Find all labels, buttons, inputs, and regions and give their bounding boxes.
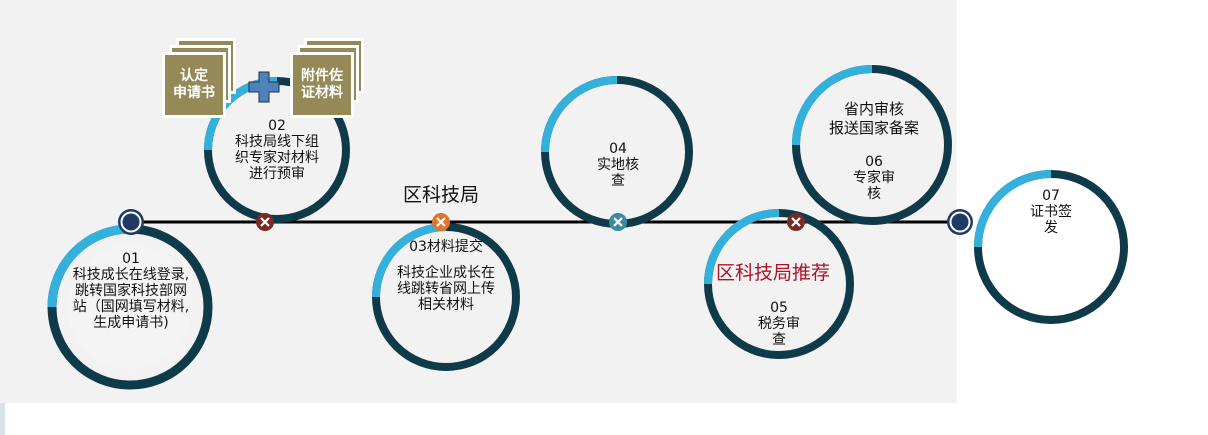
document-attachments-icon: 附件佐 证材料 <box>290 38 368 120</box>
step-05-ring <box>704 209 854 359</box>
step-number: 07 <box>1042 188 1060 204</box>
step-02-text: 02 科技局线下组 织专家对材料 进行预审 <box>222 118 332 182</box>
document-label-line: 证材料 <box>301 85 343 101</box>
step-description-line: 站（国网填写材料, <box>72 299 190 315</box>
step-07-ring <box>974 170 1128 324</box>
step-number: 05 <box>770 300 788 316</box>
step-description-line: 科技局线下组 <box>235 134 319 150</box>
step-number: 06 <box>865 154 883 170</box>
start-node-icon <box>118 209 144 235</box>
step-description-line: 相关材料 <box>418 297 474 313</box>
step-description-line: 税务审 <box>758 316 800 332</box>
plus-icon <box>248 71 280 103</box>
step-number: 04 <box>609 141 627 157</box>
end-node-icon <box>947 209 973 235</box>
district-recommend-label: 区科技局推荐 <box>716 262 831 284</box>
district-bureau-label: 区科技局 <box>403 184 480 206</box>
document-application-icon: 认定 申请书 <box>162 38 240 120</box>
document-label-line: 认定 <box>180 68 208 84</box>
step-description-line: 线跳转省网上传 <box>397 281 495 297</box>
step-description-line: 专家审 <box>853 170 895 186</box>
step-05-text: 05 税务审 查 <box>729 300 829 348</box>
step-number: 01 <box>122 251 140 267</box>
step-03-text: 03材料提交 科技企业成长在 线跳转省网上传 相关材料 <box>386 239 506 313</box>
x-marker-red-icon <box>256 213 274 231</box>
step-01-text: 01 科技成长在线登录, 跳转国家科技部网 站（国网填写材料, 生成申请书) <box>70 251 192 331</box>
step-number: 02 <box>268 118 286 134</box>
spacer <box>386 255 506 265</box>
step-description-line: 核 <box>867 186 881 202</box>
x-marker-red-icon <box>787 213 805 231</box>
step-title: 03材料提交 <box>409 239 483 255</box>
step-note-line: 省内审核 <box>843 100 904 118</box>
step-description-line: 证书签 <box>1030 204 1072 220</box>
left-edge-strip <box>0 403 5 435</box>
step-06-ring <box>792 65 952 225</box>
step-description-line: 织专家对材料 <box>235 150 319 166</box>
document-label-line: 附件佐 <box>301 68 343 84</box>
x-marker-teal-icon <box>609 213 627 231</box>
step-description-line: 查 <box>772 332 786 348</box>
step-07-text: 07 证书签 发 <box>1001 188 1101 236</box>
spacer <box>812 138 936 154</box>
step-description-line: 科技成长在线登录, <box>72 267 190 283</box>
x-marker-orange-icon <box>432 213 450 231</box>
step-06-text: 省内审核 报送国家备案 06 专家审 核 <box>812 100 936 202</box>
step-04-text: 04 实地核 查 <box>568 141 668 189</box>
step-description-line: 发 <box>1044 220 1058 236</box>
step-description-line: 进行预审 <box>249 166 305 182</box>
step-description-line: 科技企业成长在 <box>397 265 495 281</box>
document-label-line: 申请书 <box>173 85 215 101</box>
step-description-line: 跳转国家科技部网 <box>75 283 187 299</box>
step-description-line: 生成申请书) <box>93 315 169 331</box>
step-description-line: 实地核 <box>597 157 639 173</box>
step-note-line: 报送国家备案 <box>828 119 919 137</box>
step-description-line: 查 <box>611 173 625 189</box>
